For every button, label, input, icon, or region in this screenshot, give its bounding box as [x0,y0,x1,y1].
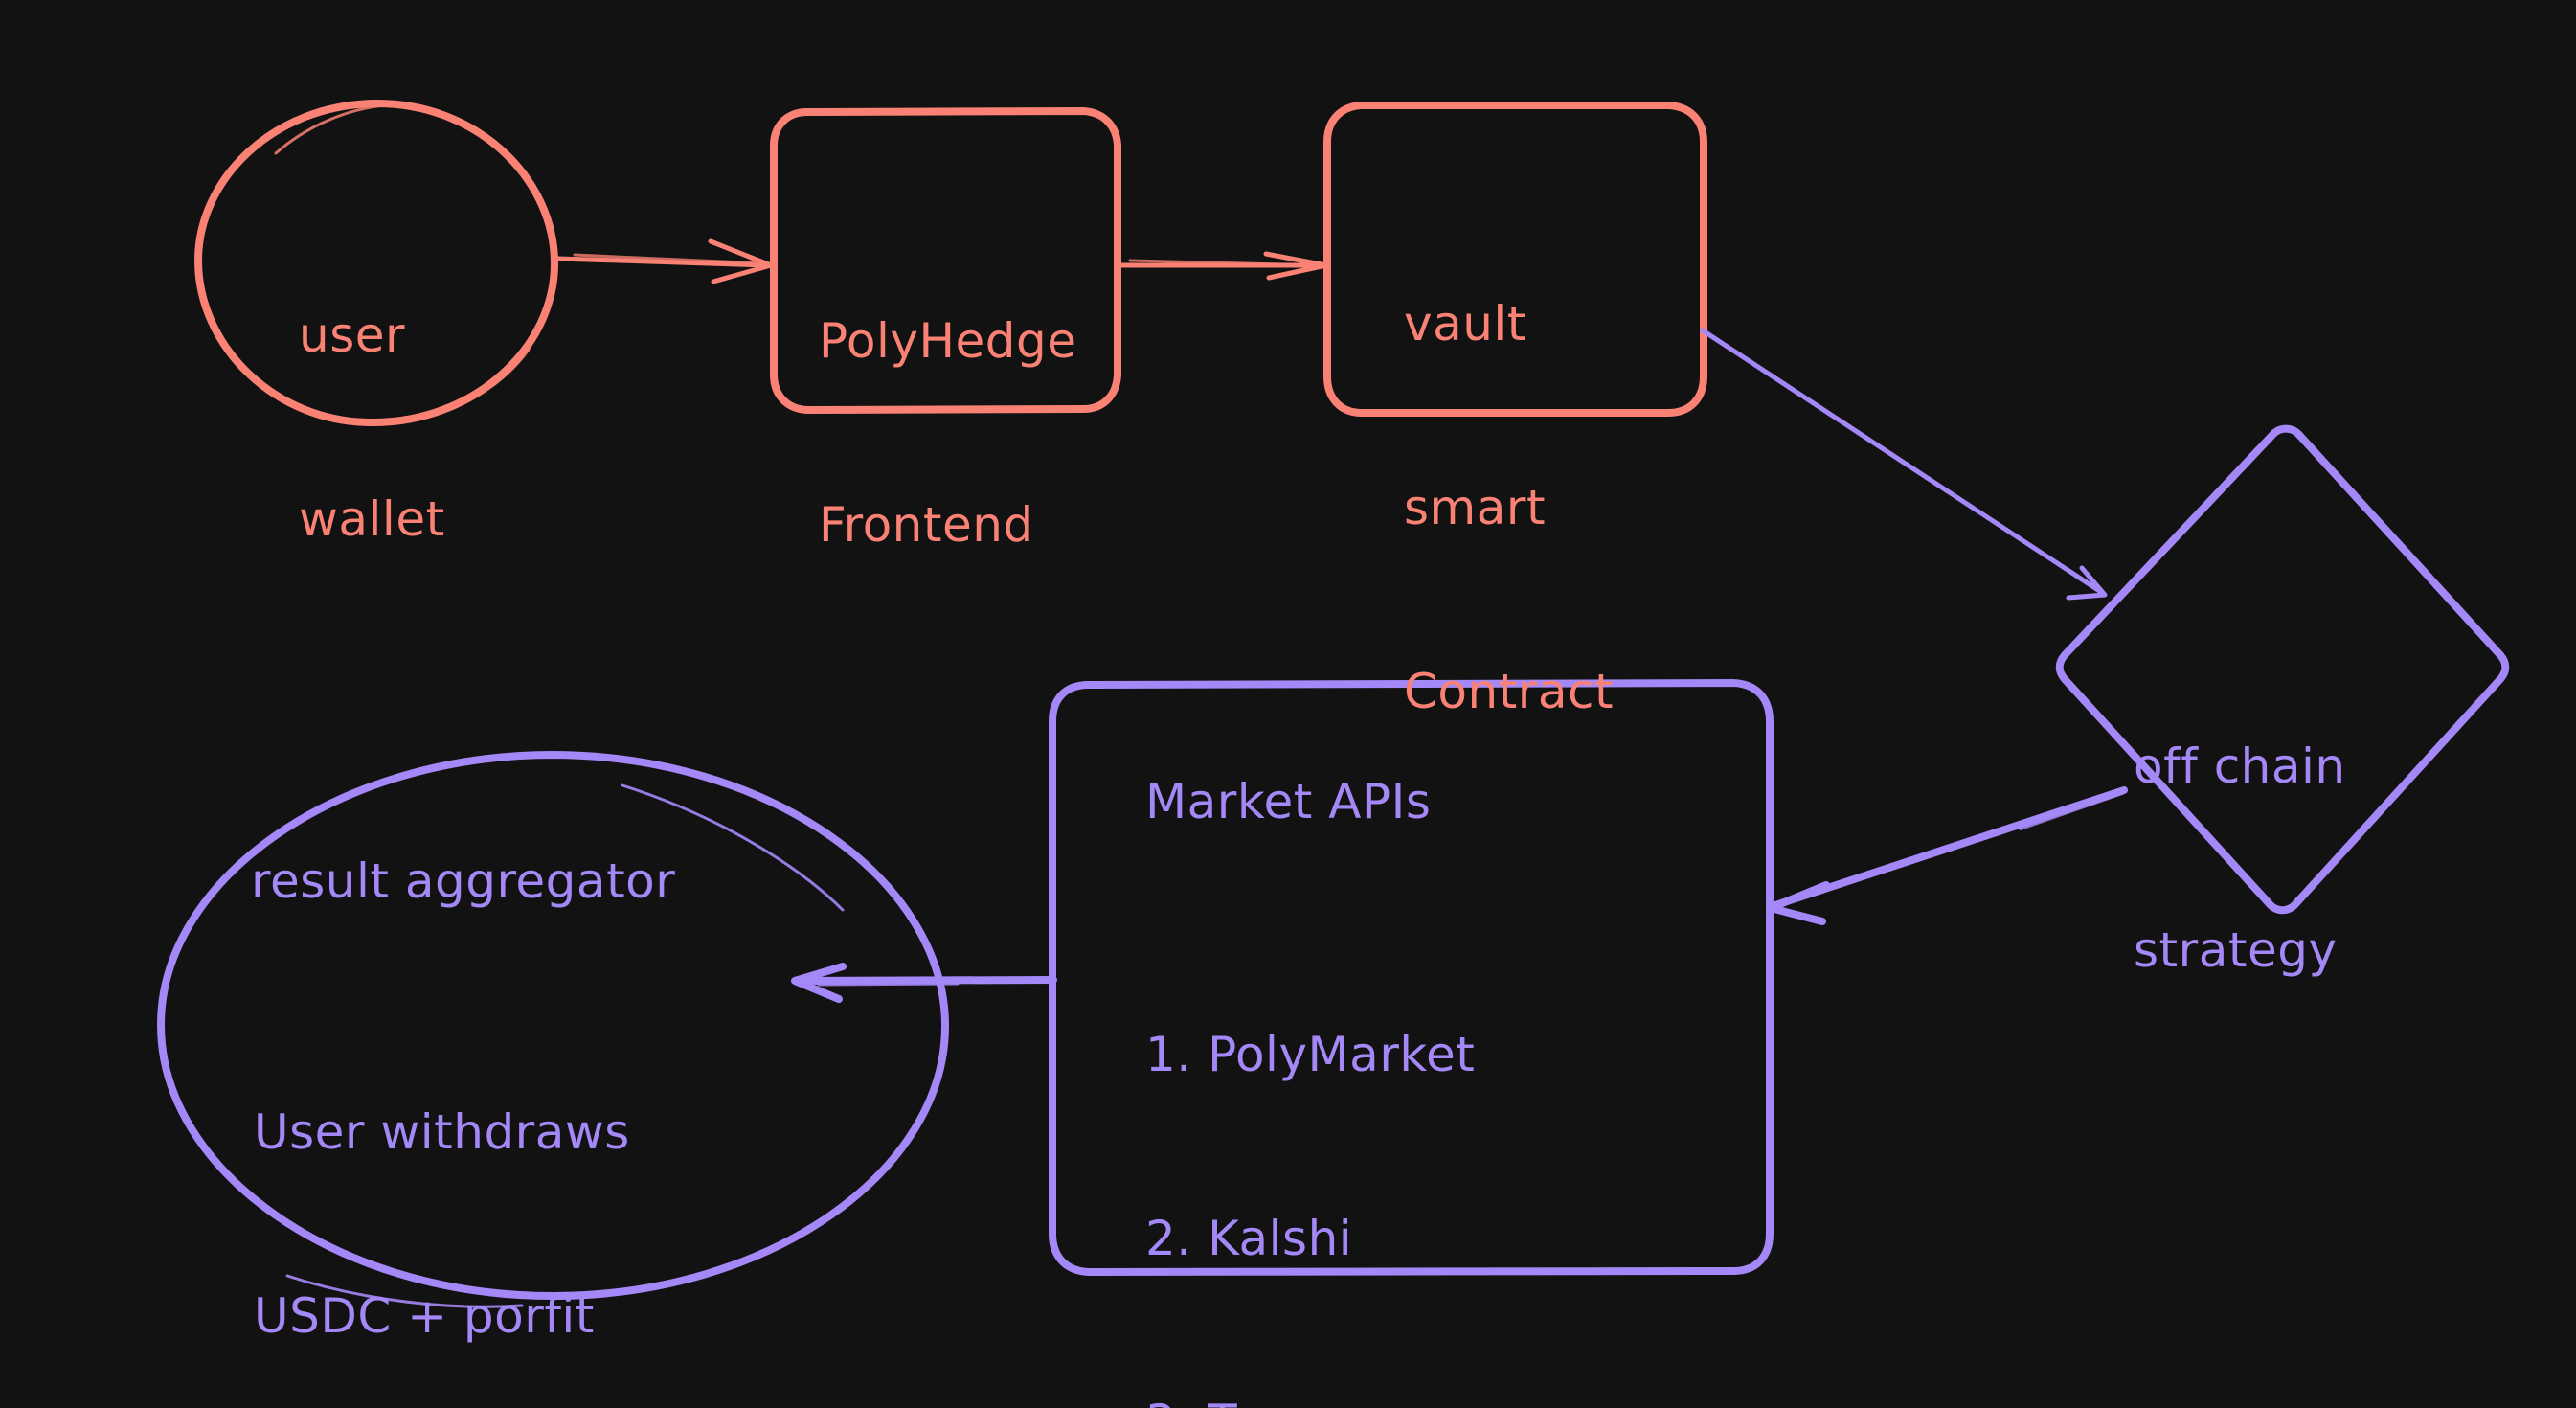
connector-wallet-to-frontend-arrowhead-icon [708,238,774,284]
connector-vault-to-offchain[interactable] [1700,328,2108,601]
connector-offchain-to-market-apis-line [1769,786,2128,910]
connector-market-apis-to-aggregator-line [793,976,1057,985]
connector-wallet-to-frontend-line [555,256,772,268]
connector-frontend-to-vault[interactable] [1118,251,1329,281]
market-apis-list: 1. PolyMarket 2. Kalshi 3. Trepa [1145,901,1475,1408]
connector-wallet-to-frontend-line-sketch [573,253,768,265]
result-aggregator-body-line2: USDC + porfit [254,1288,595,1344]
off-chain-strategy-label-line2: strategy [2134,922,2338,978]
market-apis-list-item: 1. PolyMarket [1145,1027,1476,1082]
connector-frontend-to-vault-line-sketch [1128,259,1323,267]
market-apis-list-item: 2. Kalshi [1145,1211,1353,1266]
result-aggregator-title: result aggregator [251,853,676,909]
vault-label-line2: smart [1404,480,1547,535]
connector-wallet-to-frontend[interactable] [555,238,774,284]
connector-market-apis-to-aggregator-line-sketch [817,982,960,987]
vault-label-line1: vault [1404,296,1526,352]
user-wallet-ellipse-sketch-overlay [274,103,404,155]
connector-vault-to-offchain-arrowhead-icon [2066,565,2108,601]
connector-offchain-to-market-apis[interactable] [1767,786,2128,925]
market-apis-title: Market APIs [1145,774,1432,829]
vault-label: vault smart Contract [1404,170,1614,845]
frontend-label-line1: PolyHedge [819,313,1077,369]
market-apis-list-item: 3. Trepa [1145,1392,1475,1408]
result-aggregator-body: User withdraws USDC + porfit [254,979,630,1408]
result-aggregator-body-line1: User withdraws [254,1104,630,1160]
frontend-label: PolyHedge Frontend [819,188,1077,678]
user-wallet-label: user wallet [299,182,445,672]
connector-offchain-to-market-apis-line-sketch [2019,791,2124,830]
off-chain-strategy-label: off chain strategy [2134,613,2346,1103]
user-wallet-label-line1: user [299,307,406,363]
user-wallet-label-line2: wallet [299,491,445,547]
connector-vault-to-offchain-line [1700,328,2104,595]
vault-label-line3: Contract [1404,664,1615,719]
connector-offchain-to-market-apis-arrowhead-icon [1767,881,1830,925]
off-chain-strategy-label-line1: off chain [2134,738,2346,794]
frontend-label-line2: Frontend [819,497,1034,553]
connector-frontend-to-vault-arrowhead-icon [1263,251,1329,281]
connector-market-apis-to-aggregator[interactable] [791,963,1057,1003]
connector-market-apis-to-aggregator-arrowhead-icon [791,963,847,1003]
